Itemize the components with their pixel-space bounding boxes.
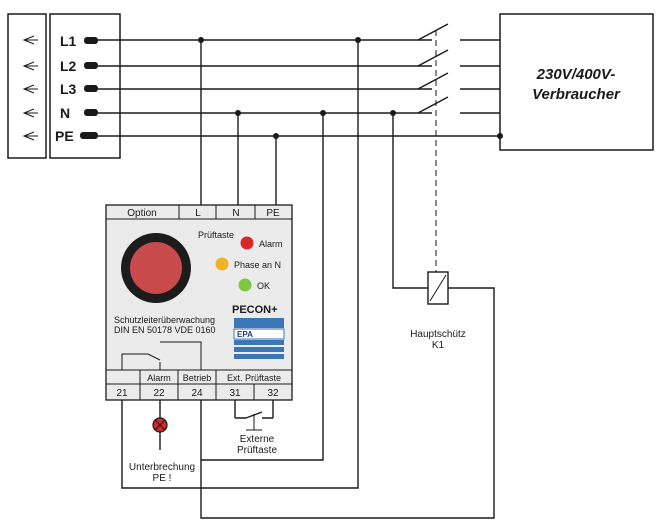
terminal-label-l1: L1 bbox=[60, 33, 77, 49]
plug-symbol bbox=[22, 35, 38, 45]
bottom-label-alarm: Alarm bbox=[147, 373, 171, 383]
test-button[interactable] bbox=[130, 242, 182, 294]
terminal-number-21: 21 bbox=[116, 388, 128, 399]
alarm-lamp: Unterbrechung PE ! bbox=[129, 417, 195, 484]
consumer-label-line2: Verbraucher bbox=[532, 86, 621, 103]
plug-panel bbox=[7, 13, 47, 159]
terminal-block: L1 L2 L3 N PE bbox=[49, 13, 121, 159]
terminal-number-31: 31 bbox=[229, 388, 241, 399]
ok-led bbox=[238, 278, 252, 292]
phase-led bbox=[215, 257, 229, 271]
plug-symbol bbox=[22, 61, 38, 71]
brand-label: PECON+ bbox=[232, 304, 278, 316]
terminal-number-24: 24 bbox=[191, 388, 203, 399]
logo-text: EPA bbox=[237, 330, 253, 339]
alarm-lamp-label-line2: PE ! bbox=[153, 473, 172, 484]
terminal-label-l2: L2 bbox=[60, 58, 77, 74]
external-test-button: Externe Prüftaste bbox=[234, 400, 277, 456]
terminal-pin bbox=[84, 62, 98, 69]
contactor-label-line2: K1 bbox=[432, 340, 445, 351]
external-button-label-line2: Prüftaste bbox=[237, 445, 277, 456]
terminal-label-l3: L3 bbox=[60, 81, 77, 97]
bottom-label-betrieb: Betrieb bbox=[183, 373, 212, 383]
standard-line1: Schutzleiterüberwachung bbox=[114, 315, 215, 325]
alarm-led bbox=[240, 236, 254, 250]
led-label-ok: OK bbox=[257, 281, 270, 291]
standard-line2: DIN EN 50178 VDE 0160 bbox=[114, 325, 216, 335]
epa-logo: EPA bbox=[233, 318, 285, 359]
plug-symbol bbox=[22, 131, 38, 141]
device-top-label-n: N bbox=[232, 208, 239, 219]
bottom-label-ext: Ext. Prüftaste bbox=[227, 373, 281, 383]
plug-symbol bbox=[22, 108, 38, 118]
terminal-label-n: N bbox=[60, 105, 70, 121]
terminal-pin bbox=[80, 132, 98, 139]
contactor-label-line1: Hauptschütz bbox=[410, 329, 466, 340]
terminal-pin bbox=[84, 37, 98, 44]
test-button-label: Prüftaste bbox=[198, 230, 234, 240]
bus-lines bbox=[98, 23, 503, 272]
device-top-label-pe: PE bbox=[266, 208, 280, 219]
device-top-label-l: L bbox=[195, 208, 201, 219]
device-wiring bbox=[121, 40, 495, 519]
external-button-label-line1: Externe bbox=[240, 434, 275, 445]
terminal-number-32: 32 bbox=[267, 388, 279, 399]
contactor-coil: Hauptschütz K1 bbox=[410, 271, 466, 351]
monitoring-device: Option L N PE Prüftaste Alarm Phase an N… bbox=[105, 204, 293, 401]
alarm-lamp-label-line1: Unterbrechung bbox=[129, 462, 195, 473]
terminal-pin bbox=[84, 85, 98, 92]
terminal-number-22: 22 bbox=[153, 388, 165, 399]
device-top-label-option: Option bbox=[127, 208, 156, 219]
consumer-box: 230V/400V- Verbraucher bbox=[499, 13, 654, 151]
terminal-pin bbox=[84, 109, 98, 116]
terminal-label-pe: PE bbox=[55, 128, 74, 144]
consumer-label-line1: 230V/400V- bbox=[536, 66, 616, 83]
led-label-phase: Phase an N bbox=[234, 260, 281, 270]
plug-symbol bbox=[22, 84, 38, 94]
led-label-alarm: Alarm bbox=[259, 239, 283, 249]
